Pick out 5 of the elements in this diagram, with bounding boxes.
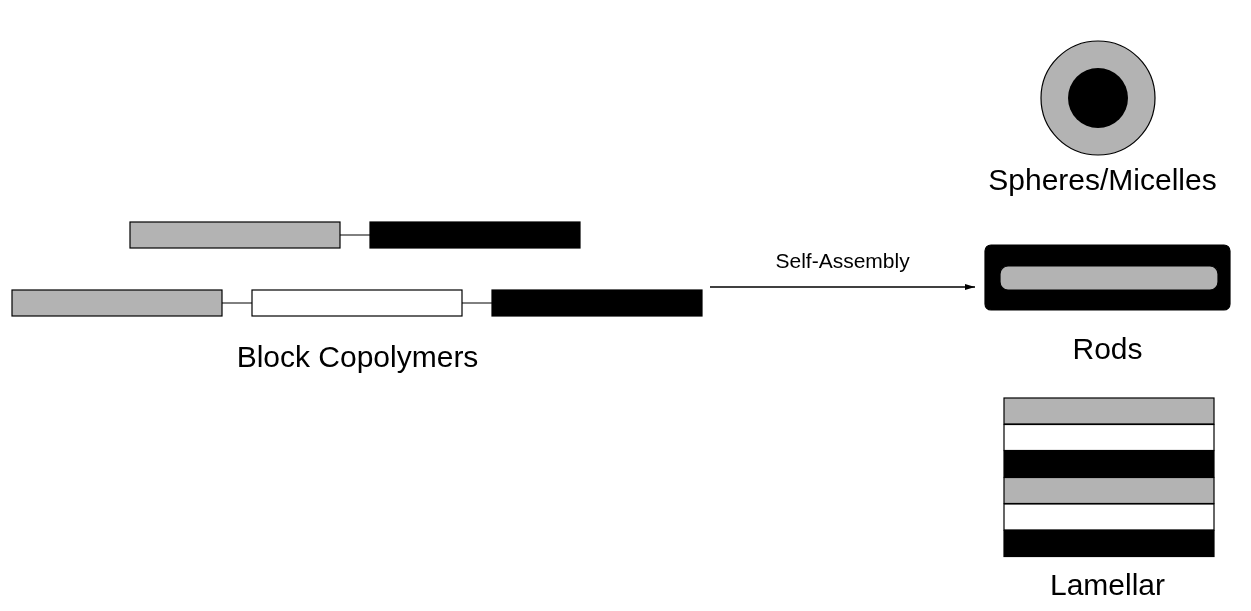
structure-caption: Lamellar [1049, 568, 1166, 602]
structure-caption: Block Copolymers [236, 340, 479, 374]
structure-caption: Rods [1072, 332, 1143, 366]
structure-caption: Spheres/Micelles [988, 163, 1217, 197]
arrow [709, 284, 976, 290]
